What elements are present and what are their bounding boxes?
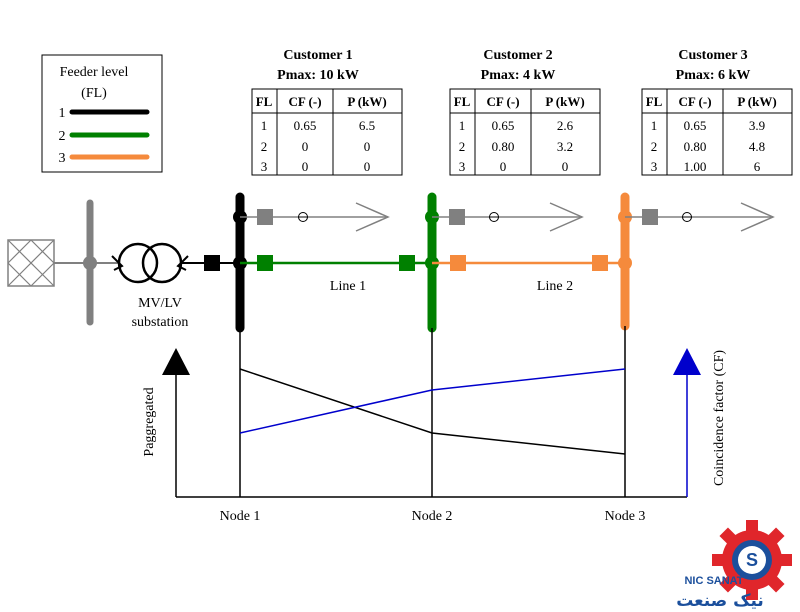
right-axis-label: Coincidence factor (CF)	[712, 350, 727, 486]
customer-2-r1-fl: 1	[459, 118, 466, 133]
customer-2-r2-cf: 0.80	[492, 139, 515, 154]
customer-2-table: FL CF (-) P (kW) 1 0.65 2.6 2 0.80 3.2 3…	[449, 88, 601, 176]
customer-2-r3-cf: 0	[500, 159, 507, 174]
transformer-icon	[111, 242, 189, 284]
customer-2-meter-icon	[489, 212, 499, 222]
node-3-line-junction	[618, 256, 632, 270]
customer-2-header-p: P (kW)	[545, 94, 584, 109]
customer-2-r2-fl: 2	[459, 139, 466, 154]
substation-label-line1: MV/LV	[138, 296, 182, 311]
customer-1-meter-icon	[298, 212, 308, 222]
customer-2-title: Customer 2	[483, 48, 552, 63]
customer-1-table: FL CF (-) P (kW) 1 0.65 6.5 2 0 0 3 0 0	[251, 88, 403, 176]
customer-3-r2-fl: 2	[651, 139, 658, 154]
customer-1-r2-cf: 0	[302, 139, 309, 154]
coincidence-factor-curve	[239, 368, 626, 434]
customer-2-breaker	[449, 209, 465, 225]
customer-2-r3-p: 0	[562, 159, 569, 174]
customer-1-header-p: P (kW)	[347, 94, 386, 109]
nicsanat-logo: S NIC SANAT نیک صنعت	[676, 520, 792, 611]
customer-1: Customer 1 Pmax: 10 kW FL CF (-) P (kW) …	[251, 48, 403, 176]
mv-bus-node	[83, 256, 97, 270]
logo-brand-persian: نیک صنعت	[676, 591, 764, 611]
customer-3-header-p: P (kW)	[737, 94, 776, 109]
customer-3-header-cf: CF (-)	[678, 94, 711, 109]
customer-3-header-fl: FL	[646, 94, 663, 109]
node-1-label: Node 1	[220, 509, 261, 524]
customer-2-r1-p: 2.6	[557, 118, 574, 133]
customer-3-r2-p: 4.8	[749, 139, 765, 154]
customer-3-table: FL CF (-) P (kW) 1 0.65 3.9 2 0.80 4.8 3…	[641, 88, 793, 176]
customer-1-r1-cf: 0.65	[294, 118, 317, 133]
customer-1-r2-fl: 2	[261, 139, 268, 154]
legend: Feeder level (FL) 1 2 3	[41, 54, 163, 173]
left-axis-arrow-icon	[162, 348, 190, 375]
customer-3-load-arrow	[740, 202, 775, 232]
right-axis-arrow-icon	[673, 348, 701, 375]
customer-2: Customer 2 Pmax: 4 kW FL CF (-) P (kW) 1…	[449, 48, 601, 176]
customer-3-r3-cf: 1.00	[684, 159, 707, 174]
customer-3-title: Customer 3	[678, 48, 747, 63]
node-2-label: Node 2	[412, 509, 453, 524]
legend-title-line1: Feeder level	[60, 65, 129, 80]
legend-item-3-label: 3	[59, 151, 66, 166]
line-1-start-breaker	[257, 255, 273, 271]
customer-1-title: Customer 1	[283, 48, 352, 63]
customer-2-r3-fl: 3	[459, 159, 466, 174]
line-2-end-breaker	[592, 255, 608, 271]
line-2-label: Line 2	[537, 279, 573, 294]
gear-icon: S	[712, 520, 792, 600]
svg-text:S: S	[746, 550, 758, 570]
customer-3-meter-icon	[682, 212, 692, 222]
customer-1-pmax: Pmax: 10 kW	[277, 68, 359, 83]
customer-1-r3-cf: 0	[302, 159, 309, 174]
customer-1-r3-p: 0	[364, 159, 371, 174]
customer-1-load-arrow	[355, 202, 390, 232]
customer-3-pmax: Pmax: 6 kW	[676, 68, 751, 83]
customer-2-header-fl: FL	[454, 94, 471, 109]
line-1-end-breaker	[399, 255, 415, 271]
node-3-label: Node 3	[605, 509, 646, 524]
line-2-start-breaker	[450, 255, 466, 271]
mv-grid-symbol	[7, 239, 55, 287]
customer-3-r3-p: 6	[754, 159, 761, 174]
logo-brand-latin: NIC SANAT	[684, 575, 743, 587]
legend-item-1-label: 1	[59, 106, 66, 121]
customer-1-breaker	[257, 209, 273, 225]
customer-2-pmax: Pmax: 4 kW	[481, 68, 556, 83]
customer-1-r1-p: 6.5	[359, 118, 375, 133]
customer-1-r2-p: 0	[364, 139, 371, 154]
customer-1-r1-fl: 1	[261, 118, 268, 133]
line-1-label: Line 1	[330, 279, 366, 294]
customer-3-r2-cf: 0.80	[684, 139, 707, 154]
customer-3-r1-cf: 0.65	[684, 118, 707, 133]
customer-2-r1-cf: 0.65	[492, 118, 515, 133]
customer-1-header-cf: CF (-)	[288, 94, 321, 109]
customer-2-header-cf: CF (-)	[486, 94, 519, 109]
customer-2-load-arrow	[549, 202, 584, 232]
substation-breaker	[204, 255, 220, 271]
legend-title-line2: (FL)	[81, 86, 107, 101]
customer-3: Customer 3 Pmax: 6 kW FL CF (-) P (kW) 1…	[641, 48, 793, 176]
p-aggregated-curve	[239, 368, 626, 455]
legend-item-2-label: 2	[59, 129, 66, 144]
customer-1-r3-fl: 3	[261, 159, 268, 174]
customer-3-r1-p: 3.9	[749, 118, 765, 133]
left-axis-label: Paggregated	[142, 387, 157, 456]
customer-1-header-fl: FL	[256, 94, 273, 109]
customer-3-breaker	[642, 209, 658, 225]
customer-2-r2-p: 3.2	[557, 139, 573, 154]
customer-3-r3-fl: 3	[651, 159, 658, 174]
substation-label-line2: substation	[132, 315, 189, 330]
customer-3-r1-fl: 1	[651, 118, 658, 133]
